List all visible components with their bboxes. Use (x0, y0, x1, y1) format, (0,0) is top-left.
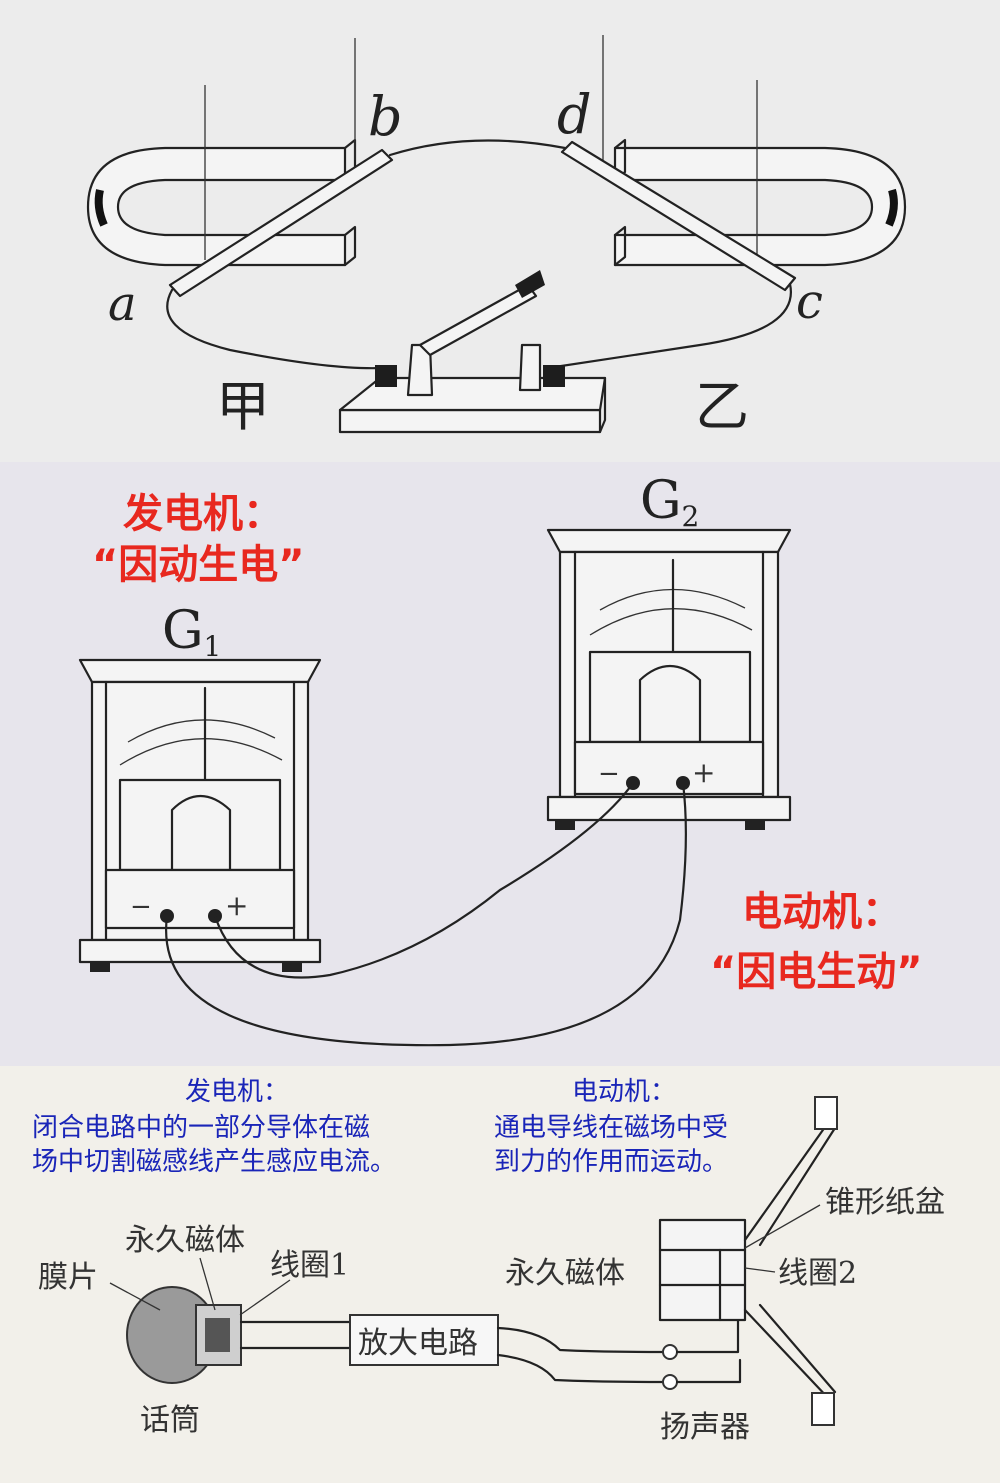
connecting-wires (166, 139, 792, 370)
label-b: b (368, 85, 403, 148)
g1-subscript: 1 (204, 630, 222, 663)
motor-quote: “因电生动” (710, 949, 923, 995)
label-mic-coil: 线圈1 (270, 1248, 349, 1283)
label-d: d (557, 83, 592, 146)
motor-explain-title: 电动机： (572, 1077, 676, 1107)
right-u-magnet (613, 138, 907, 267)
galvanometer-wires (164, 781, 687, 1047)
panel-mic-speaker: 发电机： 闭合电路中的一部分导体在磁 场中切割磁感线产生感应电流。 电动机： 通… (0, 1066, 1000, 1483)
motor-explain-line1: 通电导线在磁场中受 (494, 1113, 728, 1143)
label-mic-magnet: 永久磁体 (125, 1223, 245, 1258)
g2-subscript: 2 (682, 500, 700, 533)
g2-minus: − (598, 759, 620, 789)
g1-label: G1 (162, 601, 221, 663)
speaker (658, 1096, 838, 1426)
panel-magnets: a b d c 甲 乙 (0, 0, 1000, 462)
label-amplifier: 放大电路 (358, 1326, 478, 1361)
label-a: a (108, 276, 137, 332)
gen-explain-line2: 场中切割磁感线产生感应电流。 (32, 1147, 396, 1177)
g1-plus: + (225, 889, 248, 922)
motor-explain-line2: 到力的作用而运动。 (494, 1147, 728, 1177)
gen-explain-line1: 闭合电路中的一部分导体在磁 (32, 1113, 370, 1143)
generator-quote: “因动生电” (92, 542, 305, 588)
galvanometer-g1: − + (78, 658, 322, 972)
label-jia: 甲 (216, 375, 270, 438)
label-spk-magnet: 永久磁体 (505, 1256, 625, 1291)
left-u-magnet (86, 138, 357, 267)
label-diaphragm: 膜片 (38, 1260, 98, 1295)
galvanometer-g2: − + (546, 528, 792, 830)
knife-switch (338, 270, 607, 434)
label-speaker: 扬声器 (660, 1410, 750, 1445)
label-c: c (796, 274, 823, 330)
label-spk-coil: 线圈2 (778, 1256, 857, 1291)
motor-title: 电动机： (742, 889, 902, 935)
label-yi: 乙 (695, 375, 749, 438)
conductor-rod-dc (560, 140, 797, 292)
gen-explain-title: 发电机： (185, 1077, 289, 1107)
suspension-threads (204, 35, 758, 265)
label-microphone: 话筒 (140, 1403, 200, 1438)
label-cone: 锥形纸盆 (825, 1185, 945, 1220)
panel-galvanometers: − + G2 − + G1 (0, 462, 1000, 1066)
microphone (109, 1257, 352, 1384)
amplifier-box: 放大电路 (349, 1288, 742, 1390)
g2-plus: + (692, 756, 715, 789)
generator-title: 发电机： (123, 491, 283, 537)
conductor-rod-ab (168, 148, 394, 298)
g2-label: G2 (640, 471, 699, 533)
g1-minus: − (130, 892, 152, 922)
